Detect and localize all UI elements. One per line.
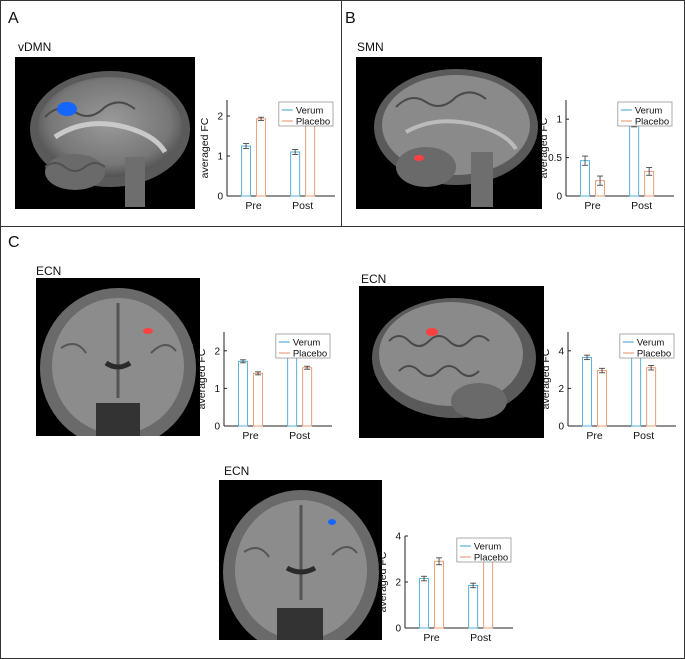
region-label-ecn-3: ECN	[224, 464, 250, 478]
x-tick-label: Pre	[423, 632, 440, 644]
bar-placebo	[646, 367, 657, 427]
x-tick-label: Pre	[242, 430, 259, 442]
y-tick-label: 0	[556, 192, 562, 203]
region-label-smn: SMN	[357, 40, 384, 54]
activation-blob	[426, 328, 438, 336]
y-tick-label: 2	[395, 578, 401, 589]
x-tick-label: Post	[631, 200, 652, 212]
legend-label-placebo: Placebo	[296, 117, 330, 128]
bar-verum	[287, 351, 298, 427]
x-tick-label: Post	[289, 430, 310, 442]
y-tick-label: 1	[556, 115, 562, 126]
bar-verum	[582, 356, 593, 427]
activation-blob	[414, 155, 424, 161]
panel-letter-a: A	[8, 10, 19, 27]
activation-blob	[57, 102, 77, 116]
legend-box	[278, 101, 334, 127]
y-tick-label: 2	[214, 346, 220, 357]
y-tick-label: 4	[558, 346, 564, 357]
legend-label-placebo: Placebo	[635, 117, 669, 128]
legend-box	[619, 333, 675, 359]
legend-label-verum: Verum	[637, 338, 665, 349]
y-tick-label: 0	[217, 192, 223, 203]
y-axis-label: averaged FC	[377, 551, 389, 612]
region-label-ecn-1: ECN	[36, 264, 62, 278]
activation-blob	[143, 328, 153, 334]
y-tick-label: 2	[217, 112, 223, 123]
mri-coronal-ecn-3	[219, 480, 382, 640]
x-tick-label: Post	[633, 430, 654, 442]
bar-verum	[629, 121, 640, 197]
mri-coronal-ecn-1	[36, 278, 200, 436]
legend-label-verum: Verum	[474, 542, 502, 553]
y-tick-label: 1	[217, 152, 223, 163]
bar-verum	[419, 578, 430, 629]
y-axis-label: averaged FC	[199, 117, 211, 178]
activation-blob	[328, 519, 336, 525]
panel-letter-b: B	[345, 10, 356, 27]
bar-placebo	[256, 118, 267, 197]
x-tick-label: Pre	[584, 200, 601, 212]
bar-placebo	[302, 367, 313, 427]
legend-label-verum: Verum	[635, 106, 663, 117]
y-tick-label: 0.5	[548, 153, 562, 164]
bar-verum	[468, 584, 479, 629]
region-label-vdmn: vDMN	[18, 40, 52, 54]
legend-box	[617, 101, 673, 127]
legend-label-placebo: Placebo	[474, 553, 508, 564]
mri-sagittal-vdmn	[15, 57, 195, 209]
bar-placebo	[483, 553, 494, 629]
x-tick-label: Pre	[245, 200, 262, 212]
legend-label-verum: Verum	[296, 106, 324, 117]
bar-placebo	[253, 372, 264, 427]
panel-letter-c: C	[8, 234, 20, 251]
y-tick-label: 0	[395, 624, 401, 635]
y-axis-label: averaged FC	[538, 117, 550, 178]
y-axis-label: averaged FC	[540, 348, 552, 409]
bar-verum	[238, 360, 249, 427]
y-tick-label: 2	[558, 384, 564, 395]
legend-label-placebo: Placebo	[293, 349, 327, 360]
x-tick-label: Pre	[586, 430, 603, 442]
y-tick-label: 4	[395, 532, 401, 543]
bar-placebo	[434, 560, 445, 629]
mri-sagittal-ecn-2	[359, 286, 544, 438]
bar-verum	[580, 160, 591, 197]
bar-placebo	[597, 370, 608, 427]
y-tick-label: 0	[558, 422, 564, 433]
y-axis-label: averaged FC	[196, 348, 208, 409]
panel-divider-ab	[341, 0, 342, 227]
bar-placebo	[305, 122, 316, 197]
legend-label-verum: Verum	[293, 338, 321, 349]
x-tick-label: Post	[470, 632, 491, 644]
bar-verum	[241, 145, 252, 197]
legend-label-placebo: Placebo	[637, 349, 671, 360]
y-tick-label: 0	[214, 422, 220, 433]
y-tick-label: 1	[214, 384, 220, 395]
legend-box	[456, 537, 512, 563]
region-label-ecn-2: ECN	[361, 272, 387, 286]
bar-verum	[290, 151, 301, 197]
mri-sagittal-smn	[356, 57, 542, 209]
x-tick-label: Post	[292, 200, 313, 212]
legend-box	[275, 333, 331, 359]
bar-verum	[631, 350, 642, 427]
